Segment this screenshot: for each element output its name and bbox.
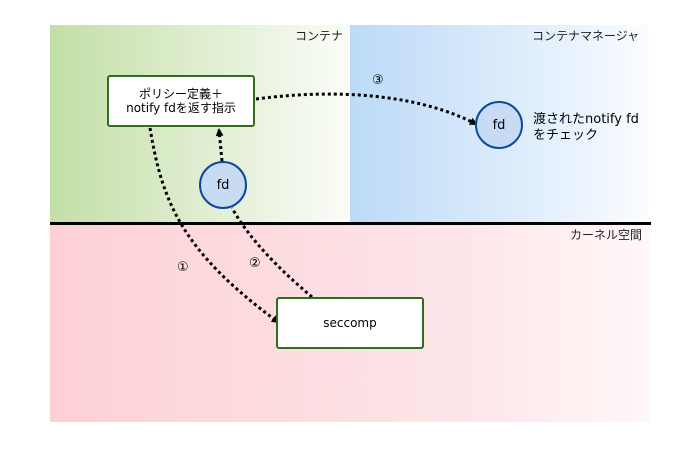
kernel-space-label: カーネル空間	[570, 228, 643, 242]
arrow-step-3	[255, 92, 478, 126]
fd-node-manager: fd	[475, 101, 523, 149]
policy-definition-box: ポリシー定義＋ notify fdを返す指示	[107, 75, 255, 127]
step-3-label: ③	[372, 73, 384, 88]
fd-node-container: fd	[199, 161, 247, 209]
fd-caption-line1: 渡されたnotify fd	[533, 112, 639, 127]
policy-box-line2: notify fdを返す指示	[126, 101, 236, 115]
fd-caption-line2: をチェック	[533, 128, 599, 143]
fd-label-manager: fd	[492, 117, 506, 133]
policy-box-line1: ポリシー定義＋	[138, 87, 223, 101]
arrow-fd-to-policy	[215, 128, 224, 162]
seccomp-box: seccomp	[276, 297, 424, 349]
step-1-label: ①	[177, 260, 189, 275]
arrow-step-1	[148, 127, 280, 324]
fd-check-caption: 渡されたnotify fd をチェック	[533, 112, 639, 144]
container-manager-label: コンテナマネージャ	[532, 29, 640, 43]
seccomp-label: seccomp	[323, 316, 377, 330]
arrow-step-2	[230, 207, 313, 299]
container-label: コンテナ	[295, 29, 344, 43]
kernel-boundary-line	[50, 222, 651, 225]
step-2-label: ②	[249, 256, 261, 271]
fd-label: fd	[216, 177, 230, 193]
